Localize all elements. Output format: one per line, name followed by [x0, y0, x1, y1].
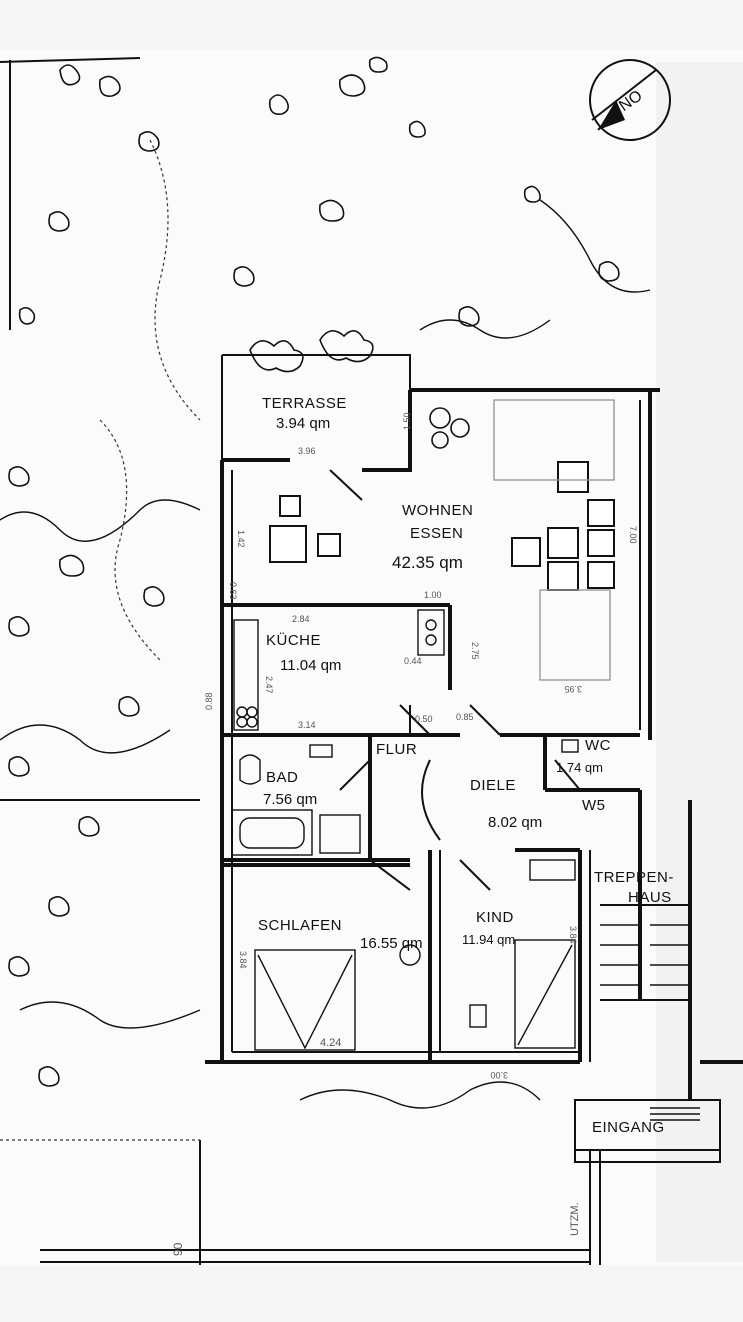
furniture: [231, 399, 700, 1121]
wohnen-area: 42.35 qm: [392, 553, 463, 572]
wohnen-label: WOHNEN: [402, 502, 473, 519]
dim-050: 0.50: [415, 714, 433, 724]
dim-085: 0.85: [456, 712, 474, 722]
dim-wohnen-side: 7.00: [628, 526, 638, 544]
dim-kind-bottom: 3.00: [490, 1070, 508, 1080]
essen-label: ESSEN: [410, 525, 463, 542]
flur-label: FLUR: [376, 741, 417, 758]
treppenhaus-label-2: HAUS: [628, 889, 672, 906]
schlafen-label: SCHLAFEN: [258, 917, 342, 934]
compass-icon: [589, 59, 671, 141]
terrasse-area: 3.94 qm: [276, 415, 330, 432]
dim-kind-side: 3.84: [568, 926, 578, 944]
dim-kueche-bottom: 3.14: [298, 720, 316, 730]
dim-schlafen-bottom: 4.24: [320, 1037, 341, 1049]
overlapping-sheet: [656, 62, 743, 1262]
kind-area: 11.94 qm: [462, 932, 515, 947]
dim-063: 0.63: [228, 582, 238, 600]
kueche-area: 11.04 qm: [280, 657, 341, 674]
kueche-label: KÜCHE: [266, 631, 321, 649]
wc-label: WC: [585, 737, 611, 754]
dim-044: 0.44: [404, 656, 422, 666]
vegetation-pattern: [0, 56, 651, 1109]
dim-088: 0.88: [204, 692, 214, 710]
dim-150: 1.50: [402, 412, 412, 430]
bad-label: BAD: [266, 769, 298, 786]
door-swings: [329, 469, 581, 891]
paper-sheet: [0, 50, 743, 1265]
dim-bottom-90: 90: [171, 1242, 185, 1256]
schlafen-area: 16.55 qm: [360, 935, 423, 952]
dim-142: 1.42: [236, 530, 246, 548]
walls: [205, 354, 743, 1163]
dim-diele-side: 2.75: [470, 642, 480, 660]
diele-area: 8.02 qm: [488, 814, 542, 831]
dim-100: 1.00: [424, 590, 442, 600]
site-lines: [0, 57, 601, 1265]
dim-kueche-top: 2.84: [292, 614, 310, 624]
terrasse-label: TERRASSE: [262, 395, 347, 412]
side-label: UTZM.: [569, 1202, 581, 1236]
dim-terrasse-width: 3.96: [298, 446, 316, 456]
w5-marker: W5: [582, 797, 606, 814]
treppenhaus-label-1: TREPPEN-: [594, 869, 674, 886]
kind-label: KIND: [476, 909, 514, 926]
bad-area: 7.56 qm: [263, 791, 317, 808]
diele-label: DIELE: [470, 777, 516, 794]
eingang-label: EINGANG: [592, 1119, 665, 1136]
dim-kueche-side: 2.47: [264, 676, 274, 694]
dim-wohnen-bottom: 3.95: [564, 684, 582, 694]
dim-schlafen-side: 3.84: [238, 951, 248, 969]
wc-area: 1.74 qm: [556, 760, 603, 775]
